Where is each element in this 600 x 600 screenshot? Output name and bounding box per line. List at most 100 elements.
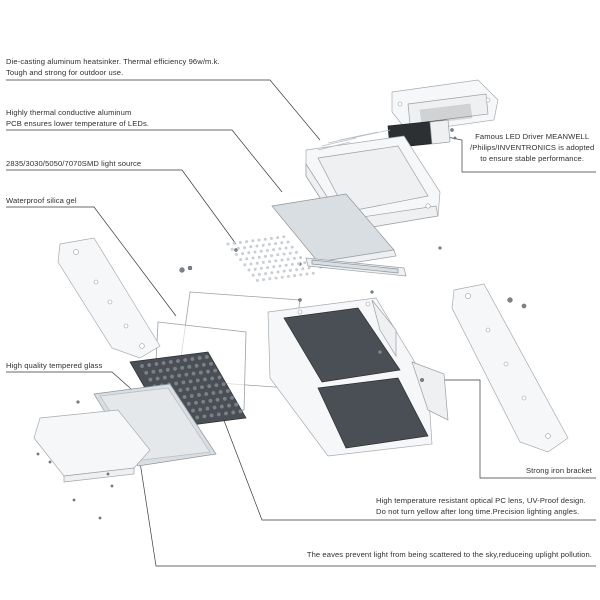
callout-driver-line-1: Famous LED Driver MEANWELL bbox=[475, 132, 590, 141]
led-bead bbox=[286, 257, 290, 261]
led-bead bbox=[232, 241, 236, 245]
leader-led-source bbox=[6, 169, 237, 245]
callout-eaves: The eaves prevent light from being scatt… bbox=[307, 549, 592, 560]
led-bead bbox=[278, 264, 282, 268]
led-bead bbox=[299, 256, 303, 260]
lens-dot bbox=[184, 372, 189, 377]
lens-dot bbox=[146, 362, 152, 368]
lens-dot bbox=[202, 377, 208, 382]
led-source-array-part bbox=[226, 235, 315, 282]
lens-dot bbox=[190, 408, 196, 413]
led-bead bbox=[249, 245, 253, 249]
leader-pcb bbox=[6, 129, 283, 193]
led-bead bbox=[274, 259, 278, 263]
lens-dot bbox=[151, 369, 156, 375]
led-bead bbox=[234, 252, 238, 256]
callout-heatsink: Die-casting aluminum heatsinker. Thermal… bbox=[6, 56, 220, 78]
leader-eaves bbox=[139, 461, 596, 567]
led-bead bbox=[262, 278, 266, 282]
led-bead bbox=[245, 257, 249, 261]
callout-silica-gel: Waterproof silica gel bbox=[6, 195, 77, 206]
led-bead bbox=[290, 262, 294, 266]
led-bead bbox=[295, 268, 299, 272]
lens-dot bbox=[216, 412, 222, 417]
lens-dot bbox=[172, 366, 178, 372]
led-bead bbox=[238, 240, 242, 244]
lens-dot bbox=[209, 376, 215, 381]
lens-dot bbox=[189, 393, 195, 399]
led-bead bbox=[282, 269, 286, 273]
led-bead bbox=[263, 237, 267, 241]
led-bead bbox=[236, 246, 240, 250]
lens-dot bbox=[188, 379, 193, 384]
led-bead bbox=[276, 270, 280, 274]
lens-dot bbox=[173, 381, 179, 386]
led-bead bbox=[251, 273, 255, 277]
lens-dot bbox=[218, 389, 223, 395]
lens-dot bbox=[192, 385, 198, 391]
led-bead bbox=[255, 261, 259, 265]
led-bead bbox=[280, 241, 284, 245]
lens-dot bbox=[179, 365, 185, 371]
lens-dot bbox=[208, 398, 213, 404]
led-bead bbox=[299, 273, 303, 277]
callout-led-source-line-1: 2835/3030/5050/7070SMD light source bbox=[6, 159, 142, 168]
led-bead bbox=[303, 261, 307, 265]
lens-dot bbox=[211, 390, 216, 396]
lens-dot bbox=[182, 394, 187, 400]
lens-dot bbox=[212, 405, 217, 410]
lens-dot bbox=[219, 404, 225, 409]
led-bead bbox=[253, 250, 257, 254]
lens-dot bbox=[230, 410, 236, 415]
lens-dot bbox=[191, 371, 196, 376]
lens-dot bbox=[225, 388, 231, 394]
led-bead bbox=[247, 268, 251, 272]
left-iron-bracket-part bbox=[57, 237, 161, 359]
led-bead bbox=[263, 254, 267, 258]
callout-heatsink-line-1: Die-casting aluminum heatsinker. Thermal… bbox=[6, 57, 220, 66]
led-bead bbox=[239, 258, 243, 262]
lens-dot bbox=[209, 413, 214, 418]
led-bead bbox=[267, 242, 271, 246]
led-bead bbox=[305, 272, 309, 276]
lens-dot bbox=[202, 414, 207, 419]
lens-dot bbox=[162, 375, 168, 380]
callout-optical-lens-line-1: High temperature resistant optical PC le… bbox=[376, 496, 586, 505]
leader-heatsink bbox=[6, 79, 321, 141]
led-bead bbox=[290, 245, 294, 249]
lens-dot bbox=[197, 355, 202, 361]
led-bead bbox=[257, 272, 261, 276]
led-bead bbox=[251, 239, 255, 243]
led-bead bbox=[255, 244, 259, 248]
led-bead bbox=[247, 251, 251, 255]
lens-dot bbox=[214, 382, 219, 388]
lens-dot bbox=[187, 364, 192, 370]
lens-dot bbox=[212, 368, 218, 373]
led-bead bbox=[270, 254, 274, 258]
lens-dot bbox=[139, 363, 145, 369]
led-bead bbox=[266, 266, 270, 270]
lens-dot bbox=[205, 406, 210, 411]
led-bead bbox=[245, 240, 249, 244]
led-bead bbox=[294, 250, 298, 254]
lens-dot bbox=[161, 360, 166, 366]
lens-dot bbox=[200, 399, 206, 405]
lamp-body-part bbox=[267, 297, 449, 457]
callout-pcb: Highly thermal conductive aluminum PCB e… bbox=[6, 107, 149, 129]
led-bead bbox=[297, 262, 301, 266]
led-bead bbox=[286, 240, 290, 244]
lens-dot bbox=[233, 402, 239, 407]
led-bead bbox=[259, 249, 263, 253]
led-bead bbox=[311, 271, 315, 275]
lens-dot bbox=[203, 391, 209, 397]
led-bead bbox=[272, 248, 276, 252]
led-bead bbox=[249, 262, 253, 266]
led-bead bbox=[261, 243, 265, 247]
callout-eaves-line-1: The eaves prevent light from being scatt… bbox=[306, 550, 592, 559]
led-bead bbox=[257, 238, 261, 242]
lens-dot bbox=[194, 363, 199, 369]
led-bead bbox=[292, 256, 296, 260]
led-bead bbox=[251, 256, 255, 260]
